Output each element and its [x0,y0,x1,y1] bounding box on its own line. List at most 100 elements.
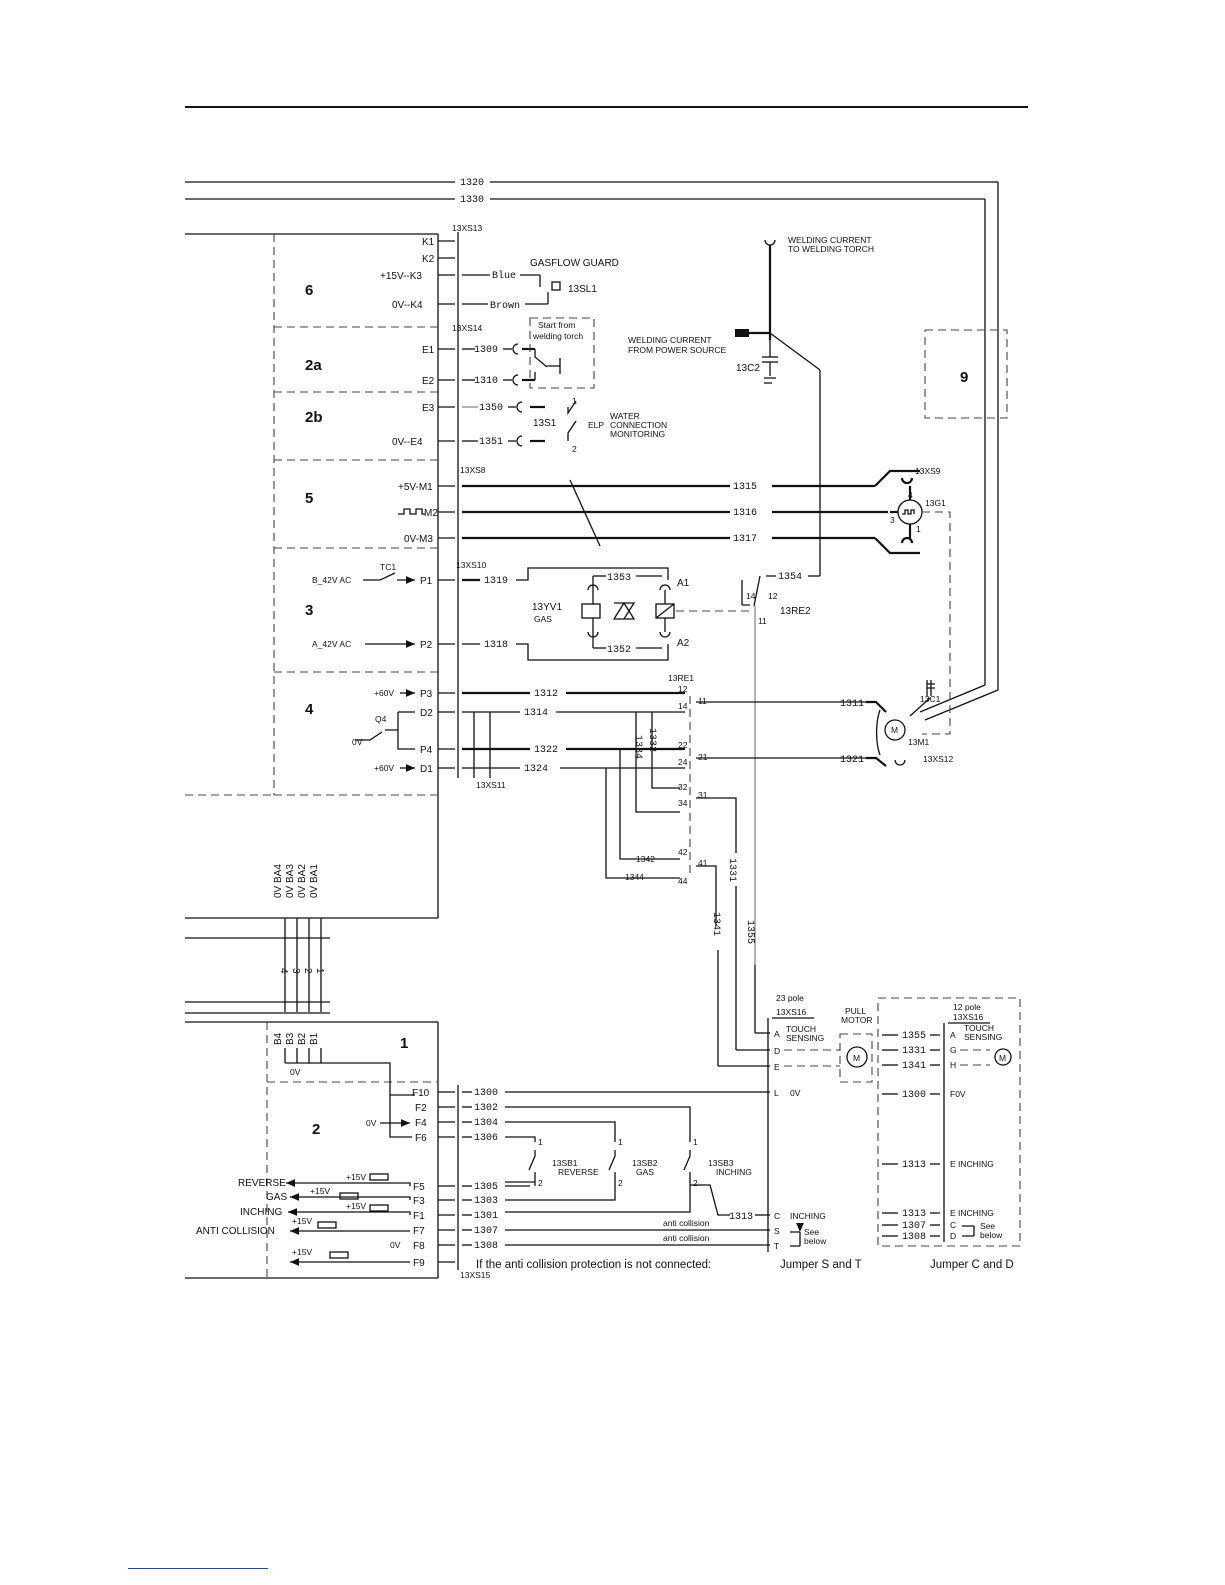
svg-text:13SL1: 13SL1 [568,284,597,295]
svg-text:A1: A1 [677,578,690,589]
svg-text:C: C [950,1220,956,1230]
svg-text:+15V: +15V [292,1247,312,1257]
svg-text:1331: 1331 [726,858,737,882]
svg-text:1301: 1301 [474,1211,498,1222]
svg-text:WATER: WATER [610,411,640,421]
svg-text:13XS9: 13XS9 [915,466,941,476]
svg-text:P1: P1 [420,576,433,587]
svg-text:D: D [950,1231,956,1241]
svg-text:+15V: +15V [346,1172,366,1182]
svg-text:32: 32 [678,782,688,792]
bottom-notes: If the anti collision protection is not … [476,1259,1014,1271]
svg-text:B_42V AC: B_42V AC [312,575,351,585]
svg-text:13SB1: 13SB1 [552,1158,578,1168]
lower-wiring: 1300 1302 1304 1306 1 2 13SB1 REVERSE 1 … [462,1088,770,1252]
svg-text:13XS16: 13XS16 [953,1012,984,1022]
svg-text:1308: 1308 [902,1232,926,1243]
svg-text:1313: 1313 [902,1160,926,1171]
svg-text:WELDING CURRENT: WELDING CURRENT [628,335,712,345]
block-6: 6 [305,282,313,299]
supply-labels: B_42V AC TC1 A_42V AC +60V +60V Q4 0V [312,562,415,773]
svg-text:1316: 1316 [733,508,757,519]
svg-text:1341: 1341 [902,1061,926,1072]
svg-text:1311: 1311 [840,699,864,710]
svg-text:CONNECTION: CONNECTION [610,420,667,430]
upper-connector-rail: 13XS13 13XS14 13XS8 13XS10 13XS11 [452,223,506,790]
svg-text:B3: B3 [285,1032,296,1045]
wire-label: 1320 [460,178,484,189]
svg-text:0V--K4: 0V--K4 [392,300,423,311]
svg-text:P4: P4 [420,745,433,756]
svg-text:1352: 1352 [607,645,631,656]
svg-text:TOUCH: TOUCH [786,1024,816,1034]
svg-text:13SB3: 13SB3 [708,1158,734,1168]
gasflow-guard: Blue Brown GASFLOW GUARD 13SL1 [462,258,619,312]
svg-text:+5V-M1: +5V-M1 [398,482,433,493]
svg-text:+60V: +60V [374,688,394,698]
svg-text:INCHING: INCHING [240,1207,282,1218]
svg-text:1310: 1310 [474,376,498,387]
svg-text:1314: 1314 [524,708,548,719]
svg-text:G: G [950,1045,957,1055]
svg-text:13RE2: 13RE2 [780,606,811,617]
svg-text:2: 2 [312,1121,320,1138]
svg-text:1312: 1312 [534,689,558,700]
svg-text:E INCHING: E INCHING [950,1208,994,1218]
svg-text:13SB2: 13SB2 [632,1158,658,1168]
svg-text:L: L [774,1088,779,1098]
svg-text:1350: 1350 [479,403,503,414]
svg-text:4: 4 [278,968,289,974]
svg-text:M: M [853,1053,860,1063]
svg-text:0V BA4: 0V BA4 [273,864,284,898]
svg-text:See: See [804,1227,819,1237]
svg-text:M: M [891,725,898,735]
svg-text:31: 31 [698,790,708,800]
svg-text:FROM POWER SOURCE: FROM POWER SOURCE [628,345,727,355]
block-9-box: 9 [924,329,1008,419]
svg-text:E2: E2 [422,376,435,387]
svg-text:2: 2 [572,444,577,454]
svg-text:B4: B4 [273,1032,284,1045]
svg-text:E3: E3 [422,403,435,414]
svg-text:1307: 1307 [474,1226,498,1237]
svg-text:14: 14 [746,591,756,601]
svg-text:23 pole: 23 pole [776,993,804,1003]
svg-text:13S1: 13S1 [533,418,557,429]
svg-text:34: 34 [678,798,688,808]
ba-connectors: 0V BA4 0V BA3 0V BA2 0V BA1 4 3 2 1 [185,864,330,1014]
svg-text:1318: 1318 [484,640,508,651]
footer-link-underline[interactable] [128,1568,268,1569]
svg-text:MOTOR: MOTOR [841,1015,872,1025]
encoder-wiring: 1315 1316 1317 4 3 1 13XS9 13G1 [462,466,951,735]
lower-terminals: F10 F2 0V F4 F6 F5 F3 F1 F7 0V F8 F9 13X… [366,1085,491,1280]
svg-text:22: 22 [678,740,688,750]
svg-text:0V: 0V [790,1088,801,1098]
svg-text:44: 44 [678,876,688,886]
svg-text:1313: 1313 [902,1209,926,1220]
svg-text:+15V: +15V [292,1216,312,1226]
svg-text:PULL: PULL [845,1006,867,1016]
svg-text:Q4: Q4 [375,714,387,724]
svg-text:0V-M3: 0V-M3 [404,534,433,545]
svg-text:1300: 1300 [474,1088,498,1099]
svg-text:1353: 1353 [607,573,631,584]
svg-text:C: C [774,1211,780,1221]
svg-text:welding torch: welding torch [532,331,583,341]
svg-text:13YV1: 13YV1 [532,602,562,613]
svg-text:12: 12 [768,591,778,601]
svg-text:0V: 0V [366,1118,377,1128]
svg-text:anti collision: anti collision [663,1233,710,1243]
svg-text:1324: 1324 [524,764,548,775]
svg-text:TC1: TC1 [380,562,396,572]
svg-text:0V: 0V [390,1240,401,1250]
svg-text:anti collision: anti collision [663,1218,710,1228]
svg-text:1: 1 [314,968,325,974]
svg-text:13M1: 13M1 [908,737,930,747]
svg-text:3: 3 [290,968,301,974]
svg-text:1300: 1300 [902,1090,926,1101]
svg-text:F8: F8 [413,1241,425,1252]
svg-text:2: 2 [618,1178,623,1188]
svg-text:F5: F5 [413,1182,425,1193]
welding-current: WELDING CURRENT TO WELDING TORCH WELDING… [628,235,874,576]
svg-text:S: S [774,1226,780,1236]
